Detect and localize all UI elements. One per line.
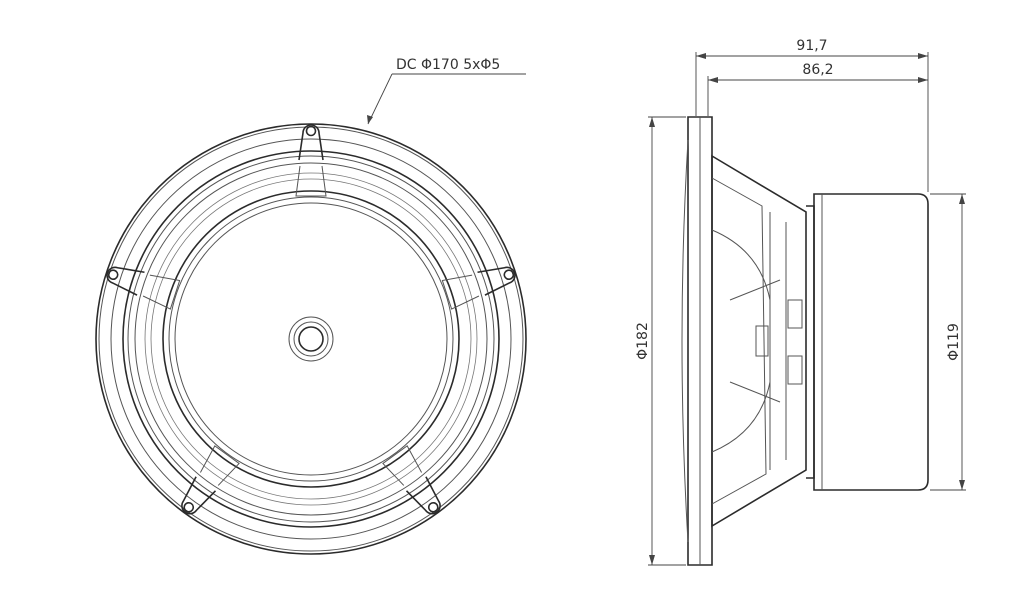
basket-rib — [711, 229, 771, 301]
magnet-diameter-label: Φ119 — [946, 323, 962, 361]
frame-inner-rim — [110, 138, 512, 540]
terminal-block — [755, 325, 769, 357]
dimension-arrowhead — [708, 77, 718, 83]
dust-cap-ring — [293, 321, 329, 357]
surround-outer-edge — [122, 150, 500, 528]
dimension-arrowhead — [959, 480, 965, 490]
cone-outer-edge — [162, 190, 460, 488]
basket-rib — [711, 381, 771, 453]
dimension-arrowhead — [918, 53, 928, 59]
frame-depth-label: 86,2 — [802, 62, 833, 78]
terminal — [787, 299, 803, 329]
front-view: DC Φ170 5xΦ5 — [95, 57, 527, 555]
surround-crest — [127, 155, 495, 523]
frame-outer-edge — [95, 123, 527, 555]
basket-rib — [729, 279, 781, 301]
callout-arrowhead — [367, 115, 373, 124]
outer-diameter-label: Φ182 — [635, 322, 651, 360]
dimension-arrowhead — [696, 53, 706, 59]
basket-rib — [729, 381, 781, 403]
mounting-lug — [295, 124, 327, 197]
basket-rib — [711, 177, 767, 505]
basket-outline — [711, 154, 807, 528]
dust-cap-outer — [288, 316, 334, 362]
surround-profile — [681, 139, 689, 543]
mounting-hole-callout: DC Φ170 5xΦ5 — [396, 57, 500, 73]
callout-leader — [367, 73, 393, 125]
pole-vent — [298, 326, 324, 352]
dimension-arrowhead — [959, 194, 965, 204]
basket-ring-outer — [144, 172, 478, 506]
overall-depth-label: 91,7 — [796, 38, 827, 54]
basket-ring-inner — [150, 178, 472, 500]
dimension-arrowhead — [649, 117, 655, 127]
top-plate — [806, 205, 815, 479]
cone-surface — [168, 196, 454, 482]
dimension-arrowhead — [918, 77, 928, 83]
mounting-hole — [305, 125, 317, 137]
frame-flange — [687, 116, 713, 566]
cone-inner — [174, 202, 448, 476]
side-view: 91,7 86,2 Φ182 Φ119 — [635, 38, 966, 566]
dimension-arrowhead — [649, 555, 655, 565]
magnet — [813, 193, 929, 491]
surround-inner — [134, 162, 488, 516]
terminal — [787, 355, 803, 385]
